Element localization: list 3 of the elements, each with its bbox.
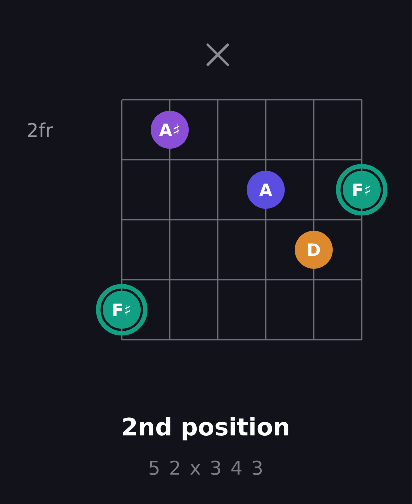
chord-name: 2nd position	[124, 417, 289, 441]
fingering: 5 2 x 3 4 3	[150, 460, 262, 476]
fret-number: 2fr	[28, 122, 54, 138]
